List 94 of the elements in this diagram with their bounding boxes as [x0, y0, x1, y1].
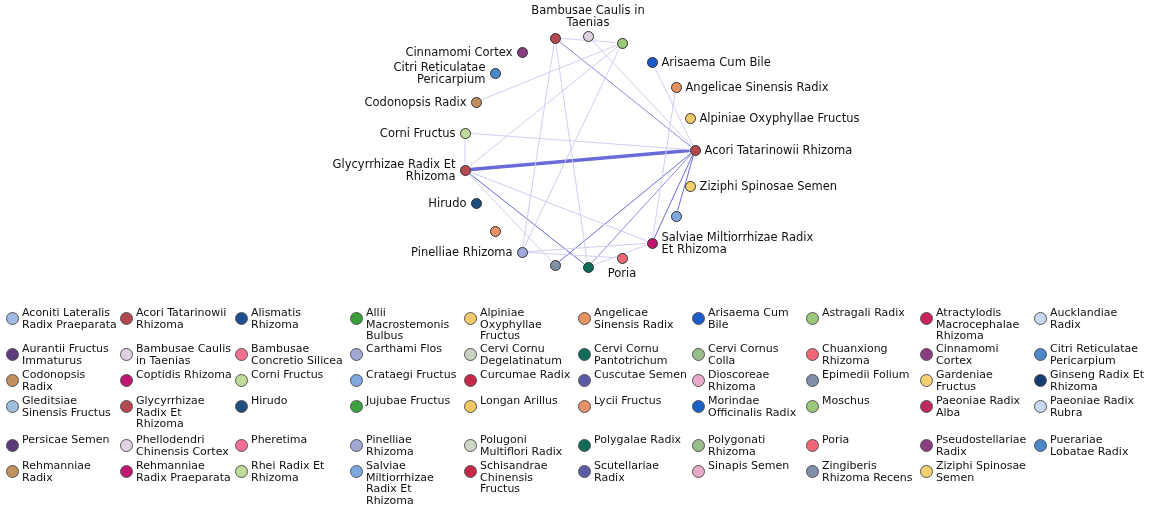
node-label: Acori Tatarinowii Rhizoma [703, 144, 854, 156]
connector-line [523, 47, 621, 248]
node-label: Citri Reticulatae Pericarpium [393, 60, 486, 86]
connector-line [555, 42, 588, 263]
connector-line [560, 37, 617, 44]
legend-label: Moschus [822, 395, 870, 407]
node-label: Angelicae Sinensis Radix [684, 81, 830, 93]
legend-label: Alismatis Rhizoma [251, 307, 302, 330]
legend-label: Angelicae Sinensis Radix [594, 307, 675, 330]
legend-label: Lycii Fructus [594, 395, 662, 407]
connector-line [558, 40, 692, 148]
legend-label: Aucklandiae Radix [1050, 307, 1119, 330]
connector-line [469, 171, 648, 242]
legend-label: Rehmanniae Radix [22, 460, 92, 483]
legend-label: Poria [822, 434, 850, 446]
legend-label: Paeoniae Radix Rubra [1050, 395, 1136, 418]
legend-label: Gardeniae Fructus [936, 369, 994, 392]
connector-line [522, 42, 555, 248]
legend-label: Astragali Radix [822, 307, 905, 319]
legend-label: Gleditsiae Sinensis Fructus [22, 395, 112, 418]
legend-label: Aconiti Lateralis Radix Praeparata [22, 307, 118, 330]
legend-label: Morindae Officinalis Radix [708, 395, 798, 418]
legend-label: Polygonati Rhizoma [708, 434, 767, 457]
legend-label: Curcumae Radix [480, 369, 571, 381]
legend-label: Coptidis Rhizoma [136, 369, 232, 381]
connector-line [468, 45, 619, 168]
node-label: Cinnamomi Cortex [404, 46, 514, 58]
legend-label: Sinapis Semen [708, 460, 790, 472]
legend-label: Schisandrae Chinensis Fructus [480, 460, 549, 495]
legend-label: Cervi Cornu Pantotrichum [594, 343, 669, 366]
connector-line [527, 242, 647, 253]
node-label: Arisaema Cum Bile [660, 56, 772, 68]
legend-label: Crataegi Fructus [366, 369, 457, 381]
legend-label: Polugoni Multiflori Radix [480, 434, 564, 457]
legend-label: Carthami Flos [366, 343, 443, 355]
legend-label: Pinelliae Rhizoma [366, 434, 415, 457]
legend-label: Hirudo [251, 395, 288, 407]
legend-label: Codonopsis Radix [22, 369, 87, 392]
legend-label: Pseudostellariae Radix [936, 434, 1028, 457]
legend-label: Pheretima [251, 434, 308, 446]
legend-label: Glycyrrhizae Radix Et Rhizoma [136, 395, 206, 430]
legend-label: Bambusae Caulis in Taenias [136, 343, 232, 366]
node-label: Poria [606, 266, 638, 279]
legend-label: Rehmanniae Radix Praeparata [136, 460, 232, 483]
legend-label: Phellodendri Chinensis Cortex [136, 434, 230, 457]
connector-line [592, 244, 648, 266]
legend-label: Paeoniae Radix Alba [936, 395, 1022, 418]
connector-line [470, 132, 690, 151]
connector-line [527, 251, 617, 259]
legend-label: Epimedii Folium [822, 369, 910, 381]
legend-label: Cervi Cornus Colla [708, 343, 780, 366]
legend-label: Acori Tatarinowii Rhizoma [136, 307, 228, 330]
connector-line [653, 66, 694, 146]
legend-label: Salviae Miltiorrhizae Radix Et Rhizoma [366, 460, 435, 506]
connector-line [677, 154, 694, 212]
legend-label: Persicae Semen [22, 434, 110, 446]
legend-label: Cervi Cornu Degelatinatum [480, 343, 563, 366]
legend-label: Zingiberis Rhizoma Recens [822, 460, 914, 483]
node-label: Ziziphi Spinosae Semen [698, 180, 839, 192]
legend-label: Bambusae Concretio Silicea [251, 343, 344, 366]
legend-label: Aurantii Fructus Immaturus [22, 343, 110, 366]
legend-label: Dioscoreae Rhizoma [708, 369, 771, 392]
legend-label: Cuscutae Semen [594, 369, 687, 381]
node-label: Codonopsis Radix [363, 96, 468, 108]
legend-label: Scutellariae Radix [594, 460, 661, 483]
node-label: Glycyrrhizae Radix Et Rhizoma [332, 157, 456, 183]
connector-line [470, 148, 690, 172]
node-label: Corni Fructus [378, 127, 457, 139]
legend-label: Longan Arillus [480, 395, 558, 407]
legend-label: Rhei Radix Et Rhizoma [251, 460, 326, 483]
legend-label: Corni Fructus [251, 369, 324, 381]
legend-label: Polygalae Radix [594, 434, 681, 446]
connector-line [591, 39, 692, 147]
legend-label: Ziziphi Spinosae Semen [936, 460, 1027, 483]
legend-label: Puerariae Lobatae Radix [1050, 434, 1130, 457]
legend-label: Citri Reticulatae Pericarpium [1050, 343, 1140, 366]
node-label: Pinelliae Rhizoma [410, 246, 514, 258]
legend-label: Chuanxiong Rhizoma [822, 343, 889, 366]
node-label: Alpiniae Oxyphyllae Fructus [698, 112, 861, 124]
connector-line [480, 44, 618, 101]
legend-label: Alpiniae Oxyphyllae Fructus [480, 307, 543, 342]
connector-line [652, 91, 676, 239]
legend-label: Arisaema Cum Bile [708, 307, 790, 330]
legend-label: Ginseng Radix Et Rhizoma [1050, 369, 1145, 392]
node-label: Hirudo [427, 197, 468, 209]
legend-label: Allii Macrostemonis Bulbus [366, 307, 451, 342]
legend-label: Cinnamomi Cortex [936, 343, 1000, 366]
legend-label: Jujubae Fructus [366, 395, 451, 407]
legend-label: Atractylodis Macrocephalae Rhizoma [936, 307, 1021, 342]
connector-line [653, 154, 694, 239]
connector-line [558, 153, 692, 262]
connector-line [591, 153, 692, 264]
connector-line [468, 172, 585, 265]
connector-line [468, 173, 552, 262]
